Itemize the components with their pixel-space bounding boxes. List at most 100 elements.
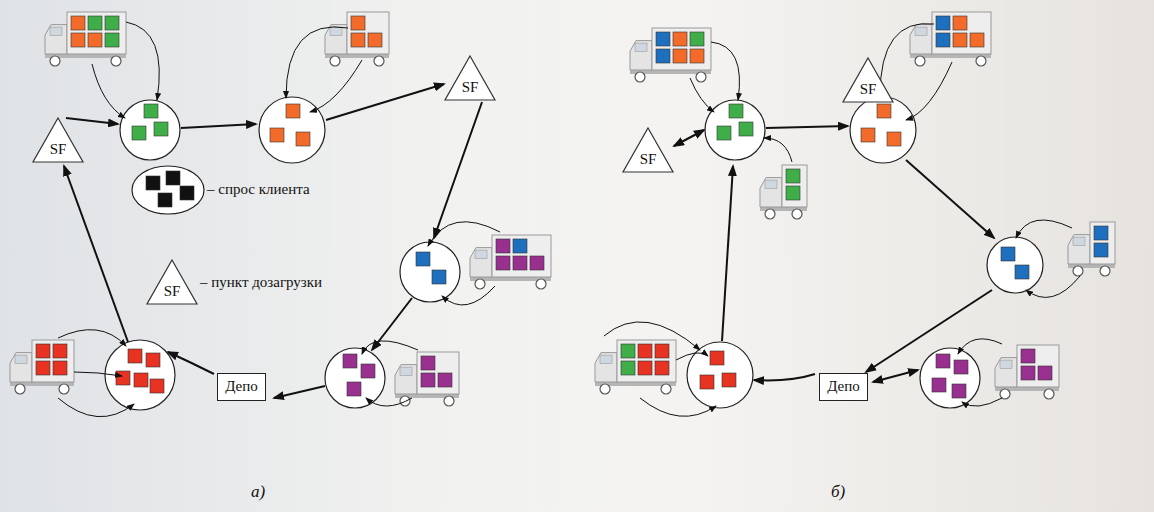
client-circle: [850, 97, 916, 163]
depot-box: Депо: [217, 373, 266, 401]
demand-square: [717, 126, 731, 140]
truck-icon: [10, 340, 74, 394]
truck-window: [50, 27, 62, 35]
truck-cab: [470, 248, 492, 277]
demand-square: [128, 349, 142, 363]
demand-square: [1001, 247, 1015, 261]
panel-label: б): [831, 482, 845, 502]
demand-square: [673, 49, 687, 63]
demand-square: [270, 128, 284, 142]
truck-wheel: [696, 72, 706, 82]
client-circle: [120, 100, 180, 160]
depot-label: Депо: [225, 378, 258, 395]
demand-square: [432, 270, 446, 284]
legend-text: – пункт дозагрузки: [200, 274, 322, 291]
demand-square: [700, 375, 714, 389]
demand-square: [655, 344, 669, 358]
truck-cab: [910, 25, 932, 54]
truck-wheel: [536, 279, 546, 289]
delivery-arrow: [58, 330, 126, 346]
truck-window: [635, 43, 647, 51]
truck-cargo: [492, 235, 551, 277]
demand-square: [656, 49, 670, 63]
truck-icon: [470, 235, 551, 289]
client-outline: [120, 100, 180, 160]
depot-box: Депо: [819, 373, 868, 401]
truck-cargo: [417, 352, 459, 394]
legend-text: – спрос клиента: [207, 181, 310, 198]
demand-square: [932, 378, 946, 392]
client-outline: [259, 97, 325, 163]
route-arrow: [434, 102, 482, 238]
route-arrow: [274, 386, 325, 398]
truck-cab: [325, 25, 347, 54]
demand-square: [638, 344, 652, 358]
truck-icon: [995, 345, 1059, 399]
route-arrow: [766, 126, 848, 128]
demand-square: [438, 373, 452, 387]
demand-square: [786, 186, 800, 200]
delivery-arrow: [1026, 276, 1080, 297]
demand-square: [786, 169, 800, 183]
panel-label: а): [251, 482, 265, 502]
demand-square: [53, 344, 67, 358]
demand-square: [150, 379, 164, 393]
demand-square: [286, 104, 300, 118]
demand-square: [952, 384, 966, 398]
delivery-arrow: [962, 398, 1002, 406]
truck-wheel: [915, 56, 925, 66]
truck-wheel: [330, 56, 340, 66]
route-arrow: [906, 160, 994, 238]
demand-square: [1021, 349, 1035, 363]
truck-icon: [760, 165, 807, 219]
truck-cab: [630, 41, 652, 70]
demand-square: [861, 128, 875, 142]
demand-square: [154, 122, 168, 136]
client-outline: [987, 237, 1043, 293]
client-outline: [850, 97, 916, 163]
refill-point-triangle: SF: [622, 127, 674, 173]
client-outline: [132, 166, 204, 214]
refill-point-label: SF: [640, 151, 657, 168]
delivery-arrow: [906, 62, 952, 120]
truck-icon: [1068, 222, 1115, 276]
client-outline: [325, 348, 385, 408]
truck-icon: [910, 12, 991, 66]
demand-square: [496, 256, 510, 270]
delivery-arrow: [711, 42, 739, 100]
truck-cab: [45, 25, 67, 54]
demand-square: [1015, 265, 1029, 279]
demand-square: [146, 353, 160, 367]
truck-wheel: [444, 396, 454, 406]
client-outline: [920, 348, 980, 408]
demand-square: [638, 361, 652, 375]
demand-square: [936, 16, 950, 30]
demand-square: [296, 132, 310, 146]
demand-square: [105, 33, 119, 47]
demand-square: [116, 371, 130, 385]
truck-cargo: [782, 165, 807, 207]
truck-cargo: [32, 340, 74, 382]
truck-wheel: [1073, 266, 1083, 276]
client-outline: [400, 242, 460, 302]
refill-point-label: SF: [462, 79, 479, 96]
route-arrow: [372, 298, 412, 350]
delivery-arrow: [310, 60, 362, 112]
truck-cab: [1068, 235, 1090, 264]
truck-wheel: [600, 384, 610, 394]
truck-cargo: [932, 12, 991, 54]
truck-wheel: [1100, 266, 1110, 276]
truck-wheel: [661, 384, 671, 394]
demand-square: [1094, 226, 1108, 240]
demand-square: [1038, 366, 1052, 380]
client-outline: [687, 342, 753, 408]
delivery-arrow: [676, 353, 708, 360]
demand-square: [158, 193, 172, 207]
demand-square: [621, 344, 635, 358]
demand-square: [530, 256, 544, 270]
refill-point-triangle: SF: [444, 55, 496, 101]
delivery-arrow: [880, 24, 934, 96]
truck-cargo: [617, 340, 676, 382]
truck-window: [915, 27, 927, 35]
